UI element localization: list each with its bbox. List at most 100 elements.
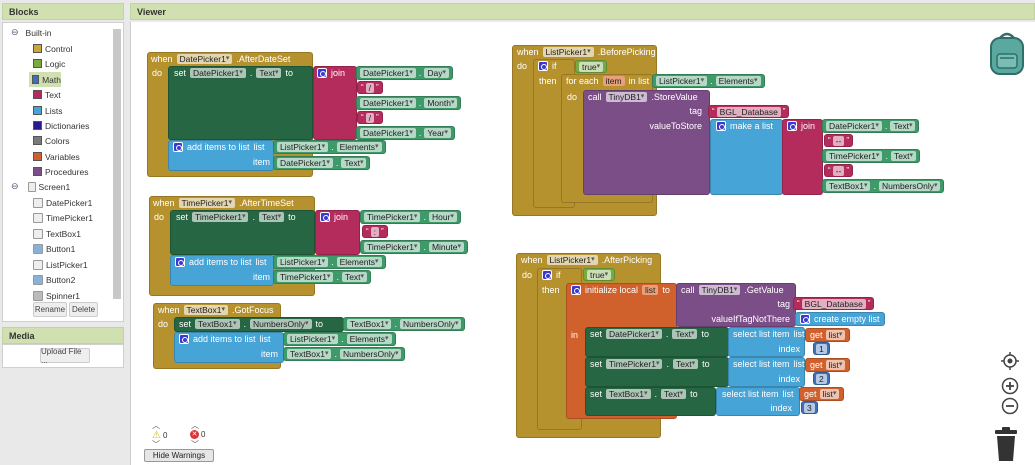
add-items-block[interactable]	[170, 255, 274, 286]
getter-block[interactable]: TextBox1.NumbersOnly	[822, 179, 945, 193]
builtin-text[interactable]: Text	[33, 88, 61, 101]
rename-button[interactable]: Rename	[33, 302, 67, 317]
text-value[interactable]: :	[370, 226, 380, 237]
property-dropdown[interactable]: Text	[661, 389, 687, 399]
mutator-gear-icon[interactable]	[571, 285, 581, 295]
property-dropdown[interactable]: NumbersOnly	[340, 349, 402, 359]
select-list-item-block[interactable]	[728, 357, 805, 387]
text-value[interactable]: /	[365, 82, 375, 93]
collapse-icon[interactable]: ⊖	[11, 27, 19, 37]
property-dropdown[interactable]: Minute	[428, 242, 464, 252]
getter-block[interactable]: TimePicker1.Text	[273, 270, 372, 284]
property-dropdown[interactable]: Elements	[346, 334, 392, 344]
component-dropdown[interactable]: DatePicker1	[606, 329, 662, 339]
component-dropdown[interactable]: DatePicker1	[360, 68, 416, 78]
set-block[interactable]	[168, 66, 313, 140]
component-dropdown[interactable]: ListPicker1	[546, 255, 598, 265]
text-literal[interactable]: /	[357, 81, 383, 94]
component-listpicker1[interactable]: ListPicker1	[33, 258, 88, 271]
component-button2[interactable]: Button2	[33, 273, 75, 286]
component-dropdown[interactable]: TinyDB1	[605, 92, 648, 102]
component-dropdown[interactable]: DatePicker1	[277, 158, 333, 168]
component-dropdown[interactable]: DatePicker1	[176, 54, 233, 64]
backpack-icon[interactable]	[988, 30, 1026, 76]
property-dropdown[interactable]: Elements	[336, 257, 382, 267]
zoom-in-icon[interactable]	[1001, 377, 1019, 395]
getter-block[interactable]: DatePicker1.Year	[356, 126, 456, 140]
builtin-colors[interactable]: Colors	[33, 134, 70, 147]
component-dropdown[interactable]: TextBox1	[183, 305, 228, 315]
component-dropdown[interactable]: TimePicker1	[364, 212, 421, 222]
variable-dropdown[interactable]: list	[825, 360, 846, 370]
property-dropdown[interactable]: Text	[341, 272, 368, 282]
delete-button[interactable]: Delete	[69, 302, 98, 317]
getter-block[interactable]: TextBox1.NumbersOnly	[283, 347, 406, 361]
component-dropdown[interactable]: DatePicker1	[360, 98, 416, 108]
component-dropdown[interactable]: TimePicker1	[826, 151, 883, 161]
component-timepicker1[interactable]: TimePicker1	[33, 211, 93, 224]
getter-block[interactable]: ListPicker1.Elements	[273, 255, 386, 269]
getter-block[interactable]: DatePicker1.Text	[822, 119, 920, 133]
property-dropdown[interactable]: Day	[424, 68, 449, 78]
variable-dropdown[interactable]: list	[825, 330, 846, 340]
component-dropdown[interactable]: TextBox1	[826, 181, 871, 191]
component-dropdown[interactable]: TimePicker1	[178, 198, 235, 208]
text-literal[interactable]: /	[357, 111, 383, 124]
number-value[interactable]: 2	[816, 373, 827, 384]
builtin-lists[interactable]: Lists	[33, 104, 62, 117]
getter-block[interactable]: DatePicker1.Day	[356, 66, 453, 80]
number-value[interactable]: 3	[804, 402, 815, 413]
component-dropdown[interactable]: ListPicker1	[542, 47, 594, 57]
text-value[interactable]: --	[832, 165, 845, 176]
property-dropdown[interactable]: Elements	[336, 142, 382, 152]
property-dropdown[interactable]: Text	[890, 121, 916, 131]
getter-block[interactable]: DatePicker1.Month	[356, 96, 462, 110]
call-storevalue-block[interactable]	[583, 90, 710, 195]
property-dropdown[interactable]: Text	[341, 158, 367, 168]
getter-block[interactable]: TimePicker1.Minute	[360, 240, 468, 254]
component-dropdown[interactable]: TimePicker1	[606, 359, 663, 369]
mutator-gear-icon[interactable]	[320, 212, 330, 222]
component-dropdown[interactable]: ListPicker1	[287, 334, 339, 344]
text-literal[interactable]: --	[824, 134, 854, 147]
component-dropdown[interactable]: ListPicker1	[656, 76, 708, 86]
builtin-logic[interactable]: Logic	[33, 57, 65, 70]
component-dropdown[interactable]: TimePicker1	[192, 212, 249, 222]
property-dropdown[interactable]: Elements	[715, 76, 761, 86]
property-dropdown[interactable]: Text	[672, 329, 698, 339]
property-dropdown[interactable]: Text	[258, 212, 285, 222]
property-dropdown[interactable]: Year	[424, 128, 452, 138]
number-block[interactable]: 2	[813, 372, 830, 385]
property-dropdown[interactable]: Month	[424, 98, 458, 108]
boolean-dropdown[interactable]: true	[587, 269, 612, 280]
local-variable-name[interactable]: list	[642, 285, 659, 295]
select-list-item-block[interactable]	[728, 327, 805, 357]
property-dropdown[interactable]: Text	[672, 359, 699, 369]
getter-block[interactable]: TimePicker1.Text	[822, 149, 921, 163]
make-a-list-block[interactable]	[710, 119, 783, 195]
getter-block[interactable]: DatePicker1.Text	[273, 156, 371, 170]
upload-file-button[interactable]: Upload File ...	[40, 347, 90, 365]
add-items-block[interactable]	[174, 332, 284, 363]
getter-block[interactable]: ListPicker1.Elements	[273, 140, 386, 154]
text-value[interactable]: --	[832, 135, 845, 146]
component-spinner1[interactable]: Spinner1	[33, 289, 80, 302]
component-dropdown[interactable]: ListPicker1	[277, 257, 329, 267]
getter-block[interactable]: TimePicker1.Hour	[360, 210, 461, 224]
error-prev-icon[interactable]: ︿	[191, 421, 199, 430]
join-block[interactable]	[313, 66, 357, 140]
create-empty-list-block[interactable]: create empty list	[795, 312, 885, 326]
text-literal[interactable]: BGL_Database	[708, 105, 790, 118]
property-dropdown[interactable]: NumbersOnly	[879, 181, 941, 191]
property-dropdown[interactable]: Text	[890, 151, 917, 161]
text-literal[interactable]: BGL_Database	[793, 297, 875, 310]
boolean-dropdown[interactable]: true	[579, 61, 604, 72]
component-dropdown[interactable]: DatePicker1	[190, 68, 246, 78]
mutator-gear-icon[interactable]	[175, 257, 185, 267]
getter-block[interactable]: ListPicker1.Elements	[283, 332, 396, 346]
builtin-procedures[interactable]: Procedures	[33, 165, 88, 178]
component-dropdown[interactable]: TextBox1	[606, 389, 651, 399]
